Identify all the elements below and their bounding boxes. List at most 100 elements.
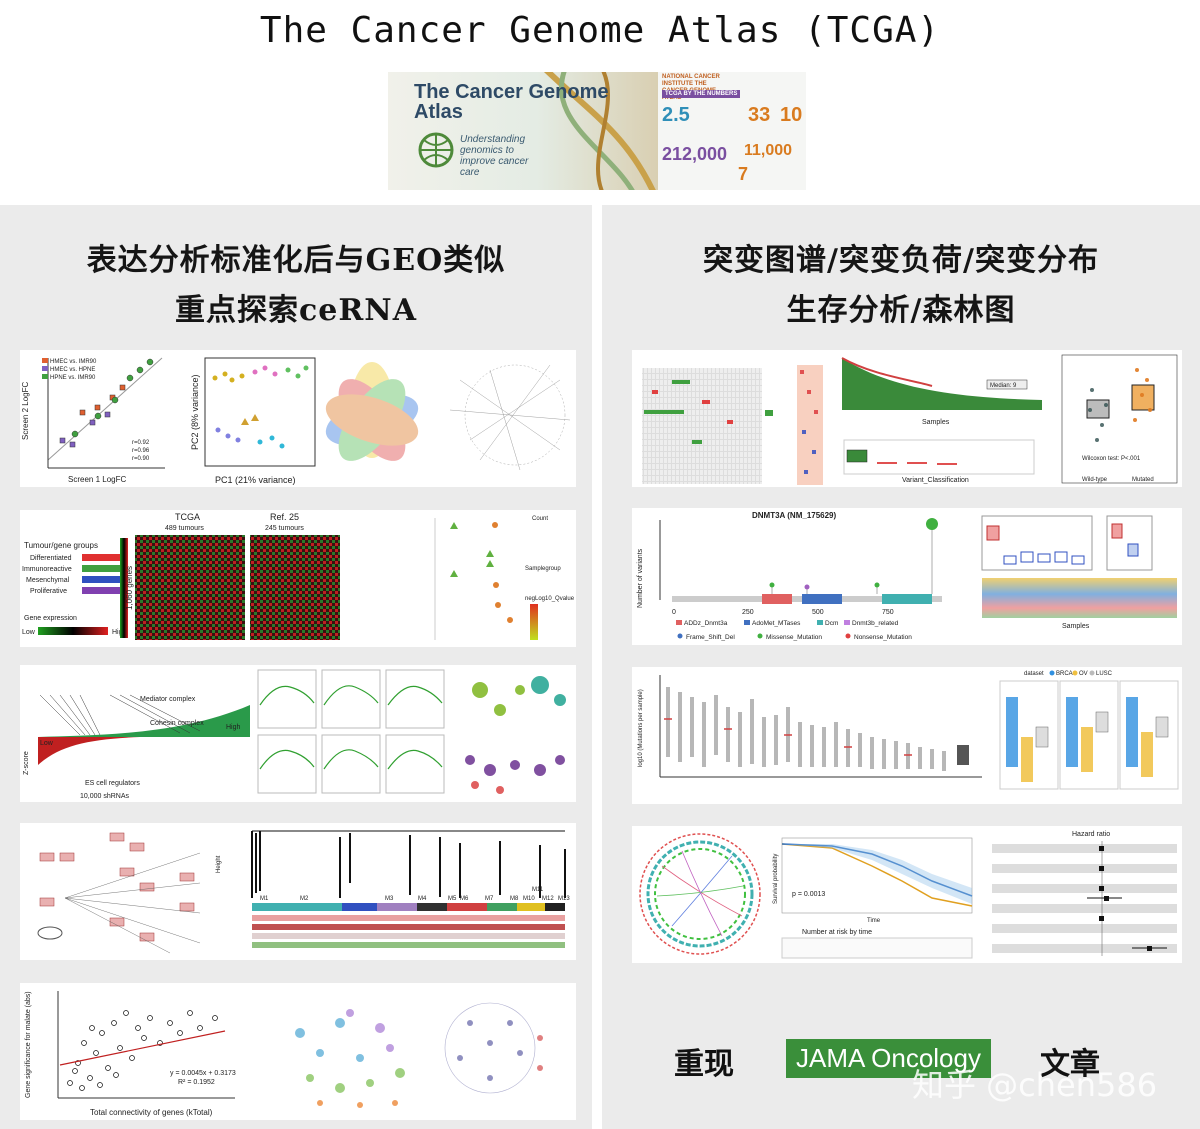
group-label-1: Immunoreactive — [22, 566, 72, 573]
es-cell-label: ES cell regulators — [85, 780, 140, 787]
module-m12: M12 — [542, 896, 554, 902]
r-value-1: r=0.96 — [132, 448, 150, 454]
stat-cases: 11,000 — [744, 142, 793, 159]
km-time-label: Time — [867, 918, 881, 924]
dataset-label: dataset — [1024, 671, 1044, 677]
cohort-a-n: 489 tumours — [165, 525, 204, 532]
journal-suffix: 文章 — [1040, 1047, 1100, 1082]
scatter-legend-2: HPNE vs. IMR90 — [50, 375, 96, 381]
groups-title: Tumour/gene groups — [24, 541, 98, 550]
module-m1: M1 — [260, 896, 269, 902]
scatter-legend-1: HMEC vs. HPNE — [50, 367, 95, 373]
tcga-banner-image: The Cancer Genome Atlas Understanding ge… — [388, 72, 806, 190]
tmb-median: Median: 9 — [990, 383, 1017, 389]
qvalue-label: negLog10_Qvalue — [525, 596, 575, 602]
kTotal-x-label: Total connectivity of genes (kTotal) — [90, 1108, 213, 1117]
expr-low: Low — [22, 629, 36, 636]
module-m4: M4 — [418, 896, 427, 902]
spectrum-samples: Samples — [1062, 623, 1090, 630]
group-label-2: Mesenchymal — [26, 577, 70, 584]
tick-750: 750 — [882, 609, 894, 616]
cohort-a: TCGA — [175, 512, 200, 522]
stat-rare-cancers: 10 — [780, 104, 803, 126]
count-label: Count — [532, 516, 548, 522]
lollipop-y-label: Number of variants — [637, 548, 644, 608]
right-figure-1-oncoplot: Median: 9 Samples Variant_Classification… — [632, 350, 1182, 487]
left-panel: 表达分析标准化后与GEO类似 重点探索ceRNA HMEC vs. IMR90 … — [0, 205, 592, 1129]
domain-1: AdoMet_MTases — [752, 620, 801, 627]
module-m10: M10 — [523, 896, 535, 902]
zscore-label: Z-score — [23, 751, 30, 775]
right-figure-2-lollipop: DNMT3A (NM_175629) Number of variants 0 … — [632, 508, 1182, 645]
mut-type-0: Frame_Shift_Del — [686, 634, 735, 641]
km-risk-label: Number at risk by time — [802, 929, 872, 936]
stat-cpus: 212,000 — [662, 144, 728, 164]
panel-divider — [592, 205, 602, 1129]
km-pvalue: p = 0.0013 — [792, 891, 825, 898]
left-figure-1-scatter-pca-venn: HMEC vs. IMR90 HMEC vs. HPNE HPNE vs. IM… — [20, 350, 576, 487]
expr-high: High — [112, 629, 127, 636]
mediator-label: Mediator complex — [140, 696, 196, 703]
scatter-x-label: Screen 1 LogFC — [68, 475, 126, 484]
gs-y-label: Gene significance for malate (abs) — [25, 991, 32, 1098]
zscore-low: Low — [40, 740, 54, 747]
scatter-legend-0: HMEC vs. IMR90 — [50, 359, 97, 365]
tmb-samples-label: Samples — [922, 419, 950, 426]
lollipop-gene: DNMT3A (NM_175629) — [752, 511, 837, 520]
pca-x-label: PC1 (21% variance) — [215, 475, 296, 485]
domain-2: Dcm — [825, 620, 838, 627]
regression-r2: R² = 0.1952 — [178, 1079, 215, 1086]
mutload-y-label: log10 (Mutations per sample) — [638, 689, 644, 767]
banner-stats: NATIONAL CANCER INSTITUTE THE CANCER GEN… — [658, 72, 806, 190]
dataset-brca: BRCA — [1056, 671, 1073, 677]
right-panel: 突变图谱/突变负荷/突变分布 生存分析/森林图 Median: 9 Sample… — [602, 205, 1200, 1129]
banner-logo-title: The Cancer Genome Atlas — [414, 81, 609, 123]
right-figure-4-survival-forest: p = 0.0013 Survival probability Time Num… — [632, 826, 1182, 963]
module-m6: M6 — [460, 896, 469, 902]
dna-helix-graphic — [418, 72, 656, 190]
banner-by-numbers: TCGA BY THE NUMBERS — [662, 90, 741, 98]
shrnas-label: 10,000 shRNAs — [80, 793, 130, 800]
forest-hazard-label: Hazard ratio — [1072, 831, 1110, 838]
banner-left: The Cancer Genome Atlas Understanding ge… — [388, 72, 658, 190]
right-figure-3-mutation-load: log10 (Mutations per sample) dataset BRC… — [632, 667, 1182, 804]
scatter-y-label: Screen 2 LogFC — [21, 382, 30, 440]
tick-0: 0 — [672, 609, 676, 616]
cohesin-label: Cohesin complex — [150, 720, 204, 727]
journal-prefix: 重现 — [674, 1047, 734, 1082]
mut-type-1: Missense_Mutation — [766, 634, 822, 641]
module-m2: M2 — [300, 896, 309, 902]
journal-badge: JAMA Oncology — [786, 1039, 991, 1078]
wild-type-label: Wild-type — [1082, 477, 1108, 483]
expr-label: Gene expression — [24, 615, 77, 622]
group-label-3: Proliferative — [30, 588, 67, 595]
journal-row: 重现 JAMA Oncology 文章 — [602, 1035, 1200, 1085]
cohort-b: Ref. 25 — [270, 512, 299, 522]
dataset-ov: OV — [1079, 671, 1088, 677]
left-figure-3-shrna-gsea: Mediator complex Cohesin complex ES cell… — [20, 665, 576, 802]
banner-tagline: Understanding genomics to improve cancer… — [460, 134, 529, 178]
module-m3: M3 — [385, 896, 394, 902]
domain-3: Dnmt3b_related — [852, 620, 899, 627]
stat-petabytes: 2.5 — [662, 104, 690, 126]
module-m11: M11 — [532, 887, 544, 893]
height-label: Height — [216, 855, 222, 873]
tick-500: 500 — [812, 609, 824, 616]
tick-250: 250 — [742, 609, 754, 616]
module-m13: M13 — [558, 896, 570, 902]
zscore-high: High — [226, 724, 241, 731]
group-label-0: Differentiated — [30, 555, 72, 562]
stat-data-types: 7 — [738, 164, 749, 184]
right-title-line1: 突变图谱/突变负荷/突变分布 — [703, 243, 1099, 278]
r-value-2: r=0.90 — [132, 456, 150, 462]
left-figure-4-wgcna: Height M1 M2 M3 M4 M5 M6 M7 M8 M10 M11 M… — [20, 823, 576, 960]
left-title-line1: 表达分析标准化后与GEO类似 — [86, 243, 506, 278]
left-title-line2: 重点探索ceRNA — [175, 293, 417, 328]
genes-label: 1,060 genes — [125, 566, 134, 610]
left-figure-5-kTotal: y = 0.0045x + 0.3173 R² = 0.1952 Total c… — [20, 983, 576, 1120]
regression-equation: y = 0.0045x + 0.3173 — [170, 1070, 236, 1077]
mut-type-2: Nonsense_Mutation — [854, 634, 912, 641]
module-m7: M7 — [485, 896, 494, 902]
left-figure-2-heatmap: Tumour/gene groups Differentiated Immuno… — [20, 510, 576, 647]
right-title-line2: 生存分析/森林图 — [786, 293, 1016, 328]
